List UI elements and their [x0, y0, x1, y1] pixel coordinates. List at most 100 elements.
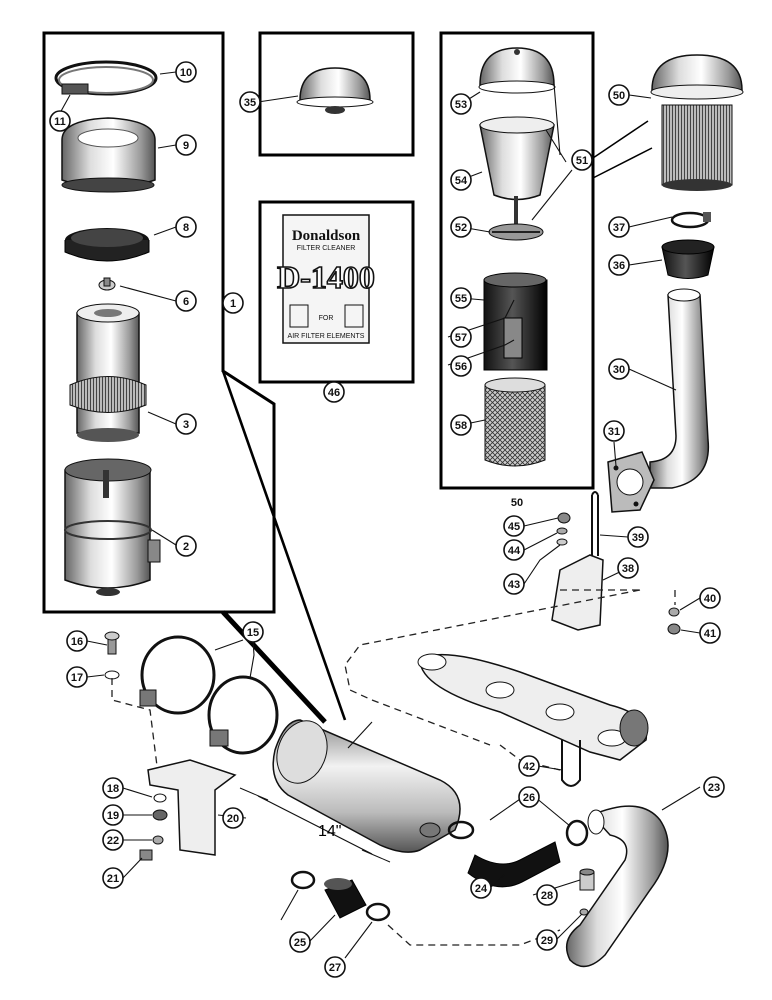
callout-45: 45: [503, 515, 525, 537]
callout-number: 3: [183, 419, 189, 431]
mount-bracket-20: [147, 759, 237, 856]
filter-cleaner-product-box: Donaldson FILTER CLEANER D-1400 FOR AIR …: [276, 214, 376, 344]
callout-circle: [102, 829, 124, 851]
callout-circle: [102, 804, 124, 826]
callout-circle: [536, 929, 558, 951]
callout-circle: [222, 292, 244, 314]
callout-number: 54: [455, 175, 468, 187]
callout-circle: [617, 557, 639, 579]
callout-57: 57: [450, 326, 472, 348]
callout-44: 44: [503, 539, 525, 561]
callout-24: 24: [470, 877, 492, 899]
callout-58: 58: [450, 414, 472, 436]
callout-17: 17: [66, 666, 88, 688]
fastener-group-45-44-43: [556, 512, 571, 546]
callout-circle: [450, 355, 472, 377]
u-bolt-39: [591, 491, 599, 556]
callout-circle: [608, 358, 630, 380]
callout-circle: [324, 956, 346, 978]
callout-circle: [49, 110, 71, 132]
callout-number: 31: [608, 426, 620, 438]
callout-number: 15: [247, 627, 259, 639]
callout-number: 2: [183, 541, 189, 553]
callout-number: 57: [455, 332, 467, 344]
callout-29: 29: [536, 929, 558, 951]
callout-circle: [571, 149, 593, 171]
callout-number: 40: [704, 593, 716, 605]
hose-clamp-37: [670, 211, 711, 229]
callout-circle: [175, 290, 197, 312]
hose-clamp-27: [365, 902, 391, 922]
callout-40: 40: [699, 587, 721, 609]
callout-circle: [175, 216, 197, 238]
gasket-part: [64, 228, 150, 262]
callout-25: 25: [289, 931, 311, 953]
callout-number: 21: [107, 873, 119, 885]
callout-number: 45: [508, 521, 520, 533]
callout-51: 51: [571, 149, 593, 171]
callout-number: 28: [541, 890, 553, 902]
callout-circle: [242, 621, 264, 643]
callout-number: 20: [227, 813, 239, 825]
callout-41: 41: [699, 622, 721, 644]
callout-number: 9: [183, 140, 189, 152]
callout-number: 58: [455, 420, 467, 432]
fasteners-18-19-22-21: [139, 793, 168, 861]
box-35-panel: [258, 31, 415, 157]
callout-number: 44: [508, 545, 521, 557]
callout-27: 27: [324, 956, 346, 978]
callout-10: 10: [175, 61, 197, 83]
callout-circle: [450, 216, 472, 238]
callout-number: 24: [475, 883, 488, 895]
callout-circle: [608, 84, 630, 106]
callout-number: 39: [632, 532, 644, 544]
bolt-washer-16-17: [104, 631, 120, 680]
callout-11: 11: [49, 110, 71, 132]
callout-number: 56: [455, 361, 467, 373]
callout-number: 35: [244, 97, 256, 109]
callout-number: 50: [613, 90, 625, 102]
callout-circle: [518, 786, 540, 808]
dome-part: [479, 116, 555, 201]
callout-circle: [450, 93, 472, 115]
callout-circle: [289, 931, 311, 953]
callout-15: 15: [242, 621, 264, 643]
hose-clamps-26: [290, 819, 589, 890]
callout-number: 38: [622, 563, 634, 575]
mesh-screen-part: [484, 377, 546, 467]
wing-nut-part: [98, 277, 116, 291]
dimension-14in: 14": [239, 787, 391, 863]
callout-circle: [627, 526, 649, 548]
product-model: D-1400: [277, 259, 375, 295]
callout-19: 19: [102, 804, 124, 826]
callout-number: 10: [180, 67, 192, 79]
callout-number: 51: [576, 155, 588, 167]
callout-38: 38: [617, 557, 639, 579]
callout-number: 30: [613, 364, 625, 376]
callout-54: 54: [450, 169, 472, 191]
hose-23: [565, 805, 669, 968]
air-cleaner-assembly: [272, 719, 461, 853]
precleaner-cap-part: [478, 47, 556, 94]
callout-18: 18: [102, 777, 124, 799]
cap-part-35: [296, 67, 374, 114]
callout-number: 22: [107, 835, 119, 847]
callout-number: 27: [329, 962, 341, 974]
callout-number: 41: [704, 628, 716, 640]
callout-circle: [66, 666, 88, 688]
callout-circle: [699, 587, 721, 609]
precleaner-element-part: [483, 272, 548, 371]
callout-26: 26: [518, 786, 540, 808]
product-sub2: FOR: [319, 315, 334, 322]
callout-circle: [175, 134, 197, 156]
callout-circle: [450, 414, 472, 436]
callout-8: 8: [175, 216, 197, 238]
callout-number: 52: [455, 222, 467, 234]
mounting-clamps-15: [139, 635, 279, 755]
callout-number: 19: [107, 810, 119, 822]
callout-circle: [608, 216, 630, 238]
callout-circle: [536, 884, 558, 906]
manifold-part: [417, 653, 649, 761]
